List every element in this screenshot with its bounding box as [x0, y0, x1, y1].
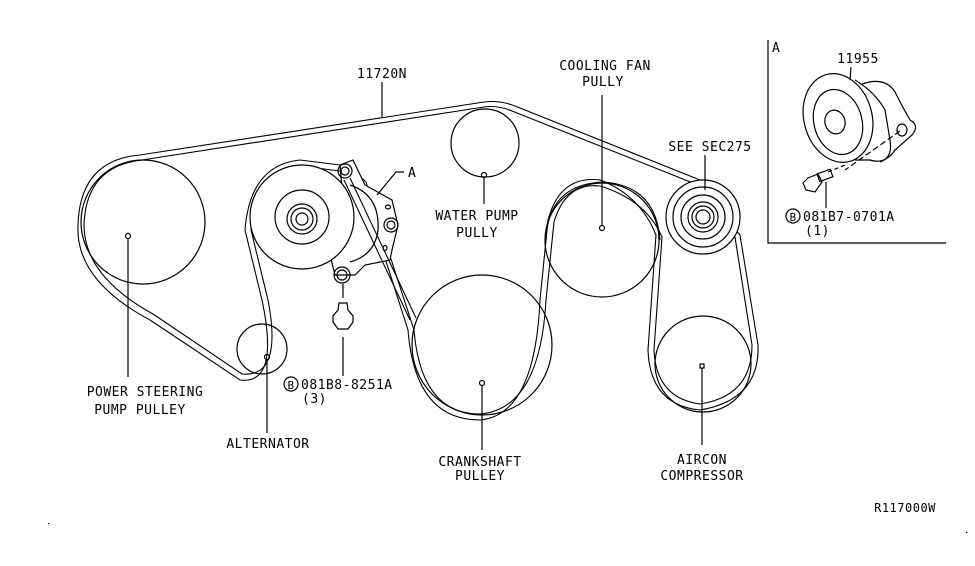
- aircon-label-line1: AIRCON: [677, 453, 727, 468]
- power-steering-pulley-rim: [80, 159, 206, 285]
- detail-bolt-axis: [827, 164, 846, 173]
- aircon-compressor-pulley[interactable]: [654, 315, 752, 445]
- alternator-center-mark: [263, 353, 271, 361]
- crankshaft-label-line1: CRANKSHAFT: [438, 455, 521, 470]
- alternator-pulley-rim: [236, 323, 288, 375]
- tensioner-belt-span-b: [349, 177, 417, 319]
- power-steering-label-line2: PUMP PULLEY: [94, 403, 186, 418]
- bolt-quantity: (3): [302, 392, 327, 407]
- tensioner-bolt[interactable]: [332, 284, 354, 376]
- tensioner-arc: [349, 184, 379, 263]
- tensioner-assembly-arm: [854, 79, 892, 163]
- tensioner-assembly-axis: [844, 130, 901, 171]
- tensioner-assembly-mount-hole: [896, 123, 908, 137]
- cooling-fan-label-line1: COOLING FAN: [559, 59, 651, 74]
- detail-bolt-shank: [816, 168, 834, 183]
- drawing-code: R117000W: [874, 501, 936, 515]
- aircon-label-line2: COMPRESSOR: [660, 469, 743, 484]
- tensioner-pulley-center: [295, 212, 309, 226]
- idler-pulley-ring-3: [687, 201, 719, 233]
- detail-bolt-quantity: (1): [805, 224, 830, 239]
- crankshaft-label-line2: PULLEY: [455, 469, 505, 484]
- crankshaft-center-mark: [478, 379, 486, 387]
- water-pump-label-line2: PULLY: [456, 226, 498, 241]
- tensioner-pulley-hub: [274, 189, 330, 245]
- tensioner-pulley-ring-1: [286, 203, 318, 235]
- power-steering-label-line1: POWER STEERING: [87, 385, 204, 400]
- tensioner-bolt-hole-right: [383, 217, 399, 233]
- detail-a-leader: [849, 66, 852, 81]
- cooling-fan-center-mark: [598, 224, 606, 232]
- bolt-marker-b: B: [283, 376, 299, 392]
- idler-pulley-ring-2: [680, 194, 726, 240]
- power-steering-pulley[interactable]: [80, 159, 206, 377]
- tensioner-assembly-bolt-head: [824, 109, 846, 135]
- water-pump-pulley-rim: [450, 108, 520, 178]
- bolt-marker-letter: B: [287, 379, 294, 392]
- detail-bolt-marker-letter: B: [789, 211, 796, 224]
- tensioner-slot-top: [384, 204, 392, 210]
- callout-a-leader: [376, 171, 404, 196]
- tensioner-assembly-icon: [802, 73, 917, 171]
- detail-bolt-icon: [802, 164, 846, 193]
- detail-a-label: A: [772, 41, 780, 56]
- detail-a-inset: A 11955 B 081B7-0701A (1): [767, 40, 946, 244]
- alternator-label: ALTERNATOR: [226, 437, 309, 452]
- power-steering-center-mark: [124, 232, 132, 240]
- scan-dot: [48, 523, 50, 525]
- detail-bolt-head: [802, 173, 823, 193]
- detail-bolt-marker-circle: [785, 208, 801, 224]
- idler-pulley[interactable]: [665, 155, 741, 255]
- tensioner-bolt-hole-top: [337, 163, 353, 179]
- crankshaft-pulley[interactable]: [411, 274, 553, 450]
- idler-pulley-center: [695, 209, 711, 225]
- callout-a-label: A: [408, 166, 416, 181]
- cooling-fan-pulley[interactable]: [544, 95, 661, 298]
- tensioner-pulley-rim: [249, 164, 355, 270]
- idler-pulley-ring-4: [691, 205, 715, 229]
- belt-inner-line: [83, 105, 753, 415]
- cooling-fan-label-line2: PULLY: [582, 75, 624, 90]
- tensioner-belt-span-a: [343, 179, 411, 321]
- detail-bolt-part-number[interactable]: 081B7-0701A: [803, 210, 895, 225]
- water-pump-label-line1: WATER PUMP: [435, 209, 518, 224]
- tensioner-bolt-hole-right-inner: [386, 220, 396, 230]
- tensioner-assembly-pulley-inner: [812, 88, 864, 156]
- bolt-marker-circle: [283, 376, 299, 392]
- water-pump-center-mark: [480, 171, 488, 179]
- tensioner-bolt-hole-bottom: [333, 266, 351, 284]
- bolt-part-number: 081B8-8251A: [301, 378, 393, 393]
- detail-bolt-marker-b: B: [785, 208, 801, 224]
- idler-pulley-outer: [665, 179, 741, 255]
- belt-tensioner[interactable]: [249, 159, 417, 321]
- alternator-pulley[interactable]: [236, 323, 288, 433]
- tensioner-pulley-ring-2: [290, 207, 314, 231]
- tensioner-bolt-hole-bottom-inner: [336, 269, 348, 281]
- tensioner-assembly-pulley-outer: [802, 73, 874, 163]
- see-sec-label[interactable]: SEE SEC275: [668, 140, 751, 155]
- detail-a-frame: [767, 40, 946, 244]
- tensioner-bolt-hole-top-inner: [340, 166, 350, 176]
- aircon-pulley-rim: [654, 315, 752, 413]
- detail-a-part-number[interactable]: 11955: [837, 52, 879, 67]
- scan-dot: [966, 532, 968, 534]
- water-pump-pulley[interactable]: [450, 108, 520, 204]
- tensioner-bolt-head: [332, 302, 354, 330]
- idler-pulley-ring-1: [672, 186, 734, 248]
- belt-part-number[interactable]: 11720N: [357, 67, 407, 82]
- aircon-center-mark: [699, 363, 705, 369]
